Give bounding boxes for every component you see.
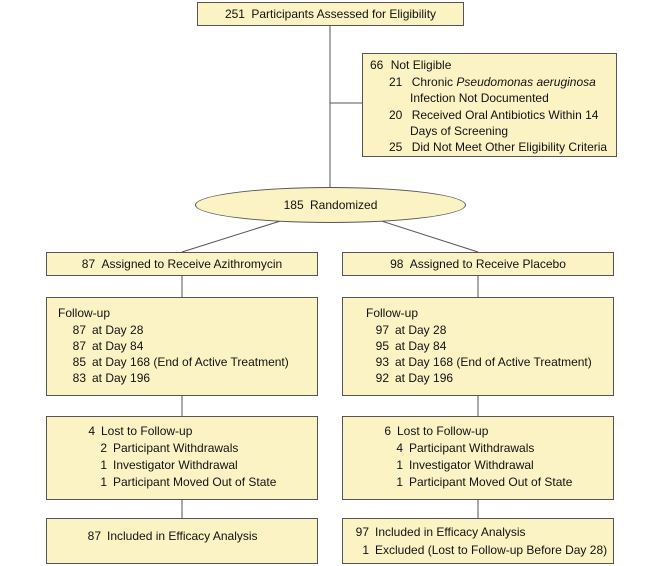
azithromycin-assigned-box: 87 Assigned to Receive Azithromycin (46, 252, 318, 276)
randomized-ellipse: 185 Randomized (195, 187, 466, 223)
not-eligible-reason: 20 Received Oral Antibiotics Within 14 (389, 108, 599, 122)
randomized-count: 185 (283, 198, 304, 212)
placebo-assigned-box: 98 Assigned to Receive Placebo (342, 252, 614, 276)
randomized-label: Randomized (310, 198, 378, 212)
not-eligible-reason-cont: Days of Screening (410, 124, 509, 138)
followup-title: Follow-up (366, 306, 419, 320)
not-eligible-box: 66 Not Eligible 21 Chronic Pseudomonas a… (362, 53, 617, 157)
organism-name: Pseudomonas aeruginosa (456, 75, 596, 89)
assigned-label: Assigned to Receive Placebo (409, 257, 566, 271)
followup-title: Follow-up (58, 306, 111, 320)
assigned-count: 98 (390, 257, 404, 271)
connector-to-arm-right (371, 217, 479, 253)
connector-to-arm-left (181, 217, 291, 253)
not-eligible-count: 66 (370, 58, 384, 72)
not-eligible-reason-cont: Infection Not Documented (410, 91, 549, 105)
not-eligible-reason: 25 Did Not Meet Other Eligibility Criter… (389, 140, 608, 154)
not-eligible-reason: 21 Chronic Pseudomonas aeruginosa (389, 75, 596, 89)
assessed-count: 251 (224, 7, 245, 21)
assessed-label: Participants Assessed for Eligibility (251, 7, 437, 21)
not-eligible-label: Not Eligible (390, 58, 452, 72)
assigned-label: Assigned to Receive Azithromycin (101, 257, 283, 271)
assigned-count: 87 (81, 257, 96, 271)
assessed-box: 251 Participants Assessed for Eligibilit… (197, 2, 464, 26)
